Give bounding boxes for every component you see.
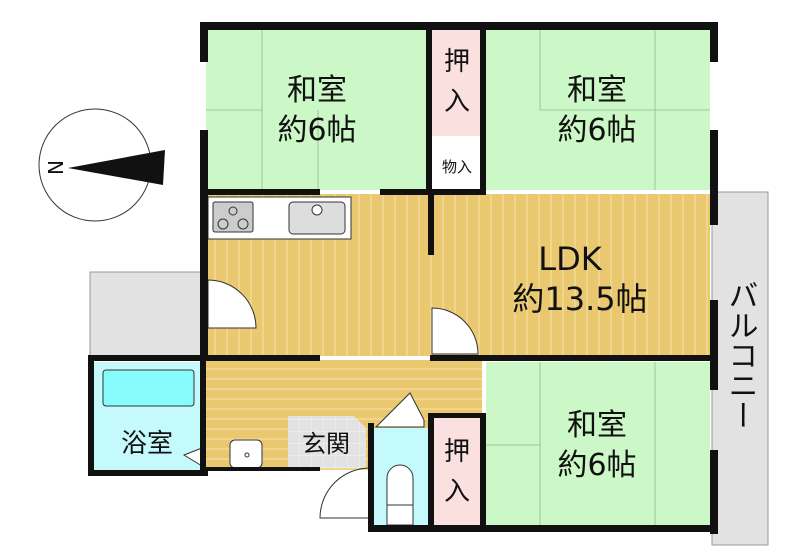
washitsu-bottom-right-size: 約6帖: [557, 448, 636, 483]
washitsu-top-left-label: 和室: [287, 73, 347, 108]
walls: [88, 22, 718, 534]
bathtub-icon: [102, 369, 195, 407]
door-swing: [207, 279, 257, 329]
toilet-icon: [386, 464, 414, 513]
room-washitsu-top-left: [206, 28, 428, 190]
washitsu-top-right-size: 約6帖: [557, 113, 636, 148]
compass-north-label: N: [43, 160, 67, 175]
stove-icon: [212, 201, 254, 233]
oshiire-bottom-label-2: 入: [444, 477, 470, 507]
washitsu-top-left-size: 約6帖: [277, 113, 356, 148]
oshiire-top-label-2: 入: [444, 87, 470, 117]
room-labels: 和室 約6帖 押 入 物入 和室 約6帖 LDK 約13.5帖 バルコニー 浴室…: [121, 47, 758, 507]
bathroom-label: 浴室: [121, 429, 173, 459]
room-oshiire-top: [432, 28, 482, 136]
door-swing: [374, 392, 425, 428]
oshiire-top-label-1: 押: [444, 47, 470, 77]
room-washitsu-top-right: [486, 28, 710, 190]
balcony-right: [711, 191, 769, 546]
room-oshiire-bottom: [432, 416, 482, 528]
washitsu-bottom-right-label: 和室: [567, 408, 627, 443]
door-swing: [431, 307, 479, 355]
compass-needle-icon: [68, 150, 165, 185]
washbasin-icon: [229, 439, 263, 469]
ldk-size: 約13.5帖: [512, 280, 647, 318]
washitsu-top-right-label: 和室: [567, 73, 627, 108]
room-monoire: [432, 140, 482, 190]
monoire-label: 物入: [442, 158, 472, 176]
balcony-label: バルコニー: [723, 280, 758, 430]
oshiire-bottom-label-1: 押: [444, 437, 470, 467]
room-entrance: [288, 416, 366, 468]
sink-icon: [288, 201, 346, 235]
compass: N: [38, 108, 165, 222]
ldk-label: LDK: [538, 240, 602, 278]
entrance-label: 玄関: [302, 430, 350, 458]
balcony-left: [89, 271, 203, 357]
